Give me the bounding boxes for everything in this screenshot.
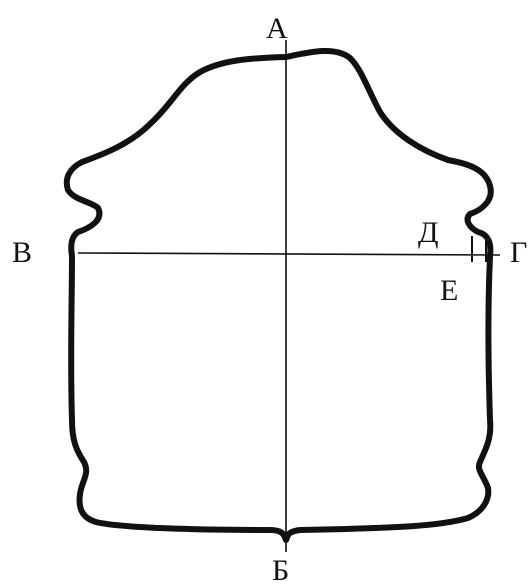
label-point-b: Б bbox=[272, 554, 289, 585]
pelt-outline bbox=[63, 48, 494, 543]
label-point-v: В bbox=[12, 236, 32, 269]
label-point-d: Д bbox=[418, 216, 438, 249]
label-point-a: А bbox=[266, 12, 288, 45]
label-point-g: Г bbox=[510, 236, 527, 269]
horizontal-axis-v-g bbox=[77, 252, 501, 256]
label-point-e: Е bbox=[440, 274, 458, 307]
